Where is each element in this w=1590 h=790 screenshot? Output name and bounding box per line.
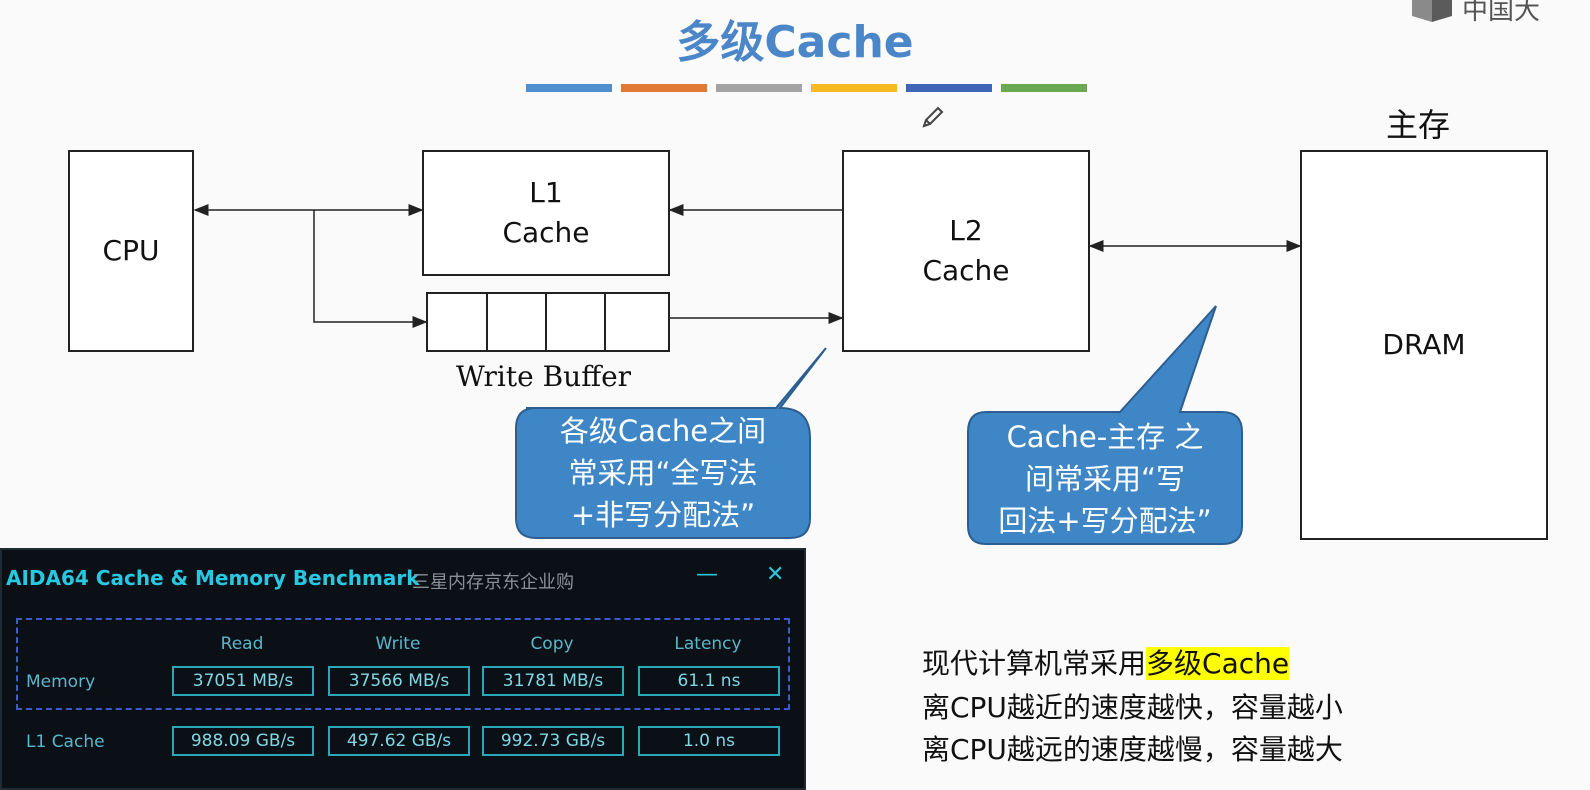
l2-cache-box: L2 Cache <box>842 150 1090 352</box>
color-bar-1 <box>526 84 612 92</box>
corner-logo: 中国大 <box>1410 0 1590 26</box>
memory-read-value: 37051 MB/s <box>172 666 314 696</box>
row-label-memory: Memory <box>26 672 96 692</box>
callout-1-line: 各级Cache之间 <box>559 414 767 448</box>
color-bar-3 <box>716 84 802 92</box>
benchmark-panel <box>16 618 790 710</box>
aida64-subtitle: 三星内存京东企业购 <box>412 572 574 593</box>
cpu-box: CPU <box>68 150 194 352</box>
column-header-write: Write <box>375 634 421 654</box>
memory-copy-value: 31781 MB/s <box>482 666 624 696</box>
note-line-1-prefix: 现代计算机常采用 <box>922 647 1147 680</box>
l1-write-value: 497.62 GB/s <box>328 726 470 756</box>
callout-1-text: 各级Cache之间 常采用“全写法 +非写分配法” <box>516 410 810 536</box>
l2-label-line2: Cache <box>922 254 1010 287</box>
l1-label-line1: L1 <box>529 176 563 209</box>
row-label-l1-cache: L1 Cache <box>26 732 105 752</box>
l1-read-value: 988.09 GB/s <box>172 726 314 756</box>
minimize-button[interactable]: — <box>696 562 718 587</box>
color-bar-5 <box>906 84 992 92</box>
dram-label: DRAM <box>1382 328 1466 361</box>
write-buffer-label: Write Buffer <box>456 360 632 393</box>
callout-1-line: 常采用“全写法 <box>568 456 758 490</box>
main-memory-label: 主存 <box>1386 106 1451 144</box>
note-line-1: 现代计算机常采用多级Cache <box>922 642 1290 682</box>
cpu-writebuffer-arrow <box>313 210 428 328</box>
logo-mark-icon <box>1412 0 1452 22</box>
callout-2-line: 回法+写分配法” <box>998 504 1212 538</box>
memory-latency-value: 61.1 ns <box>638 666 780 696</box>
l1-cache-box: L1 Cache <box>422 150 670 276</box>
l1-copy-value: 992.73 GB/s <box>482 726 624 756</box>
dram-box: DRAM <box>1300 150 1548 540</box>
note-line-2: 离CPU越近的速度越快，容量越小 <box>922 691 1343 724</box>
color-bar-2 <box>621 84 707 92</box>
note-line-3: 离CPU越远的速度越慢，容量越大 <box>922 733 1343 766</box>
color-bar-6 <box>1001 84 1087 92</box>
callout-bubble-2 <box>967 305 1243 545</box>
callout-2-line: 间常采用“写 <box>1024 462 1186 496</box>
logo-text: 中国大 <box>1462 0 1541 26</box>
close-button[interactable]: ✕ <box>766 562 785 587</box>
memory-write-value: 37566 MB/s <box>328 666 470 696</box>
note-highlight: 多级Cache <box>1146 647 1290 680</box>
callout-1-line: +非写分配法” <box>570 498 756 532</box>
callout-bubble-1 <box>515 347 827 539</box>
write-buffer-slot <box>426 292 488 352</box>
write-buffer <box>426 292 670 352</box>
column-header-read: Read <box>220 634 264 654</box>
write-buffer-slot <box>604 292 670 352</box>
column-header-copy: Copy <box>530 634 574 654</box>
callout-2-line: Cache-主存 之 <box>1006 420 1204 454</box>
callout-2-text: Cache-主存 之 间常采用“写 回法+写分配法” <box>968 416 1242 542</box>
slide-title: 多级Cache <box>676 17 914 68</box>
l2-label-line1: L2 <box>949 214 983 247</box>
color-bar-4 <box>811 84 897 92</box>
column-header-latency: Latency <box>674 634 742 654</box>
l1-latency-value: 1.0 ns <box>638 726 780 756</box>
aida64-window-title: AIDA64 Cache & Memory Benchmark <box>6 566 420 590</box>
pen-cursor-icon <box>922 106 944 128</box>
l1-label-line2: Cache <box>502 216 590 249</box>
cpu-label: CPU <box>102 234 160 267</box>
